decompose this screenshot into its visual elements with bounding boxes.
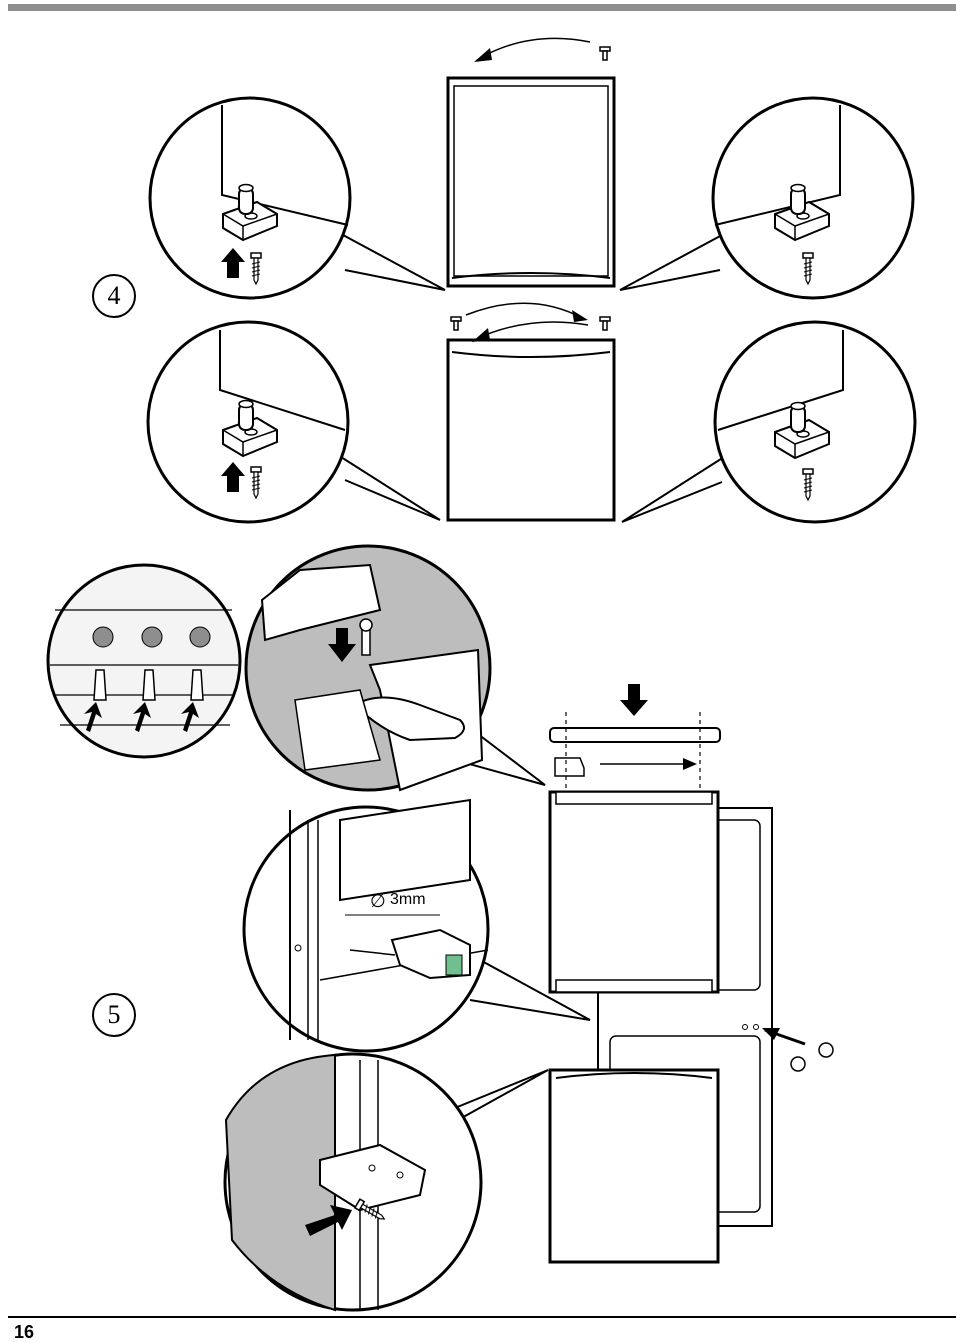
drill-size-label: 3mm xyxy=(390,891,426,908)
step4-detail-bottom-right xyxy=(621,320,917,524)
step5-detail-corner xyxy=(223,1052,549,1312)
step4-detail-top-right xyxy=(619,96,915,300)
page-number: 16 xyxy=(14,1322,35,1342)
step-4-badge: 4 xyxy=(92,274,136,318)
step5-detail-drill xyxy=(242,798,591,1053)
step5-fridge-assembly xyxy=(548,684,834,1264)
step-5-badge: 5 xyxy=(92,993,136,1037)
top-rule xyxy=(8,4,956,11)
step4-detail-top-left xyxy=(148,96,446,300)
step5-detail-pins xyxy=(46,563,242,759)
step5-detail-bracket xyxy=(244,544,546,792)
bottom-rule xyxy=(8,1316,956,1318)
step4-bottom-door xyxy=(446,302,616,522)
diameter-symbol: ∅ xyxy=(370,891,386,912)
step4-top-door xyxy=(446,37,616,288)
step4-detail-bottom-left xyxy=(146,320,441,524)
